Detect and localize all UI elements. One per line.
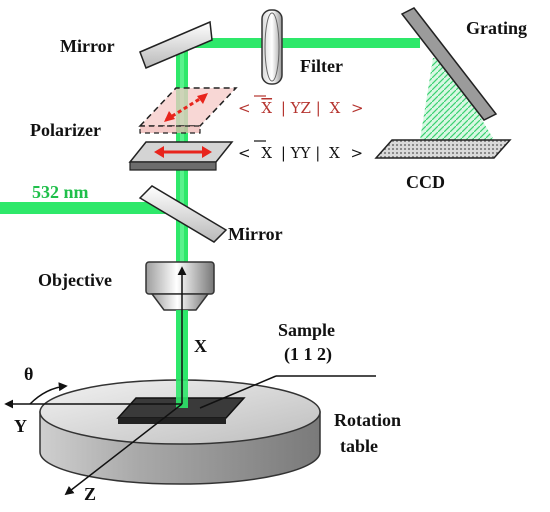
crossed-notation: < X | YZ | X > [238, 99, 364, 117]
beam-vertical-core [180, 46, 184, 408]
label-polarizer: Polarizer [30, 120, 101, 140]
top-mirror [139, 20, 213, 69]
label-table: table [340, 436, 378, 456]
bottom-mirror [138, 185, 228, 243]
dispersed-light-fan [420, 58, 494, 140]
label-axis-x: X [194, 336, 207, 356]
polarizer-parallel [128, 141, 234, 171]
beam-input [0, 202, 182, 214]
label-mirror-top: Mirror [60, 36, 115, 56]
beam-horizontal-top [180, 38, 420, 48]
label-sample: Sample [278, 320, 335, 340]
label-filter: Filter [300, 56, 343, 76]
coordinate-axes [4, 266, 376, 496]
theta-arc [29, 382, 68, 405]
label-mirror-bottom: Mirror [228, 224, 283, 244]
label-rotation: Rotation [334, 410, 401, 430]
grating [400, 7, 498, 121]
label-axis-z: Z [84, 484, 96, 504]
label-laser-wavelength: 532 nm [32, 182, 89, 202]
label-grating: Grating [466, 18, 527, 38]
sample-leader-line [199, 375, 277, 409]
z-axis-arrow [64, 403, 183, 496]
parallel-notation: < X | YY | X > [238, 144, 363, 162]
objective-lens [145, 261, 215, 311]
ccd-detector [374, 139, 512, 159]
label-theta: θ [24, 364, 33, 384]
filter-lens [261, 9, 283, 85]
label-ccd: CCD [406, 172, 445, 192]
label-objective: Objective [38, 270, 112, 290]
label-sample-orientation: (1 1 2) [284, 344, 332, 365]
polarizer-crossed [138, 87, 238, 134]
label-axis-y: Y [14, 416, 27, 436]
